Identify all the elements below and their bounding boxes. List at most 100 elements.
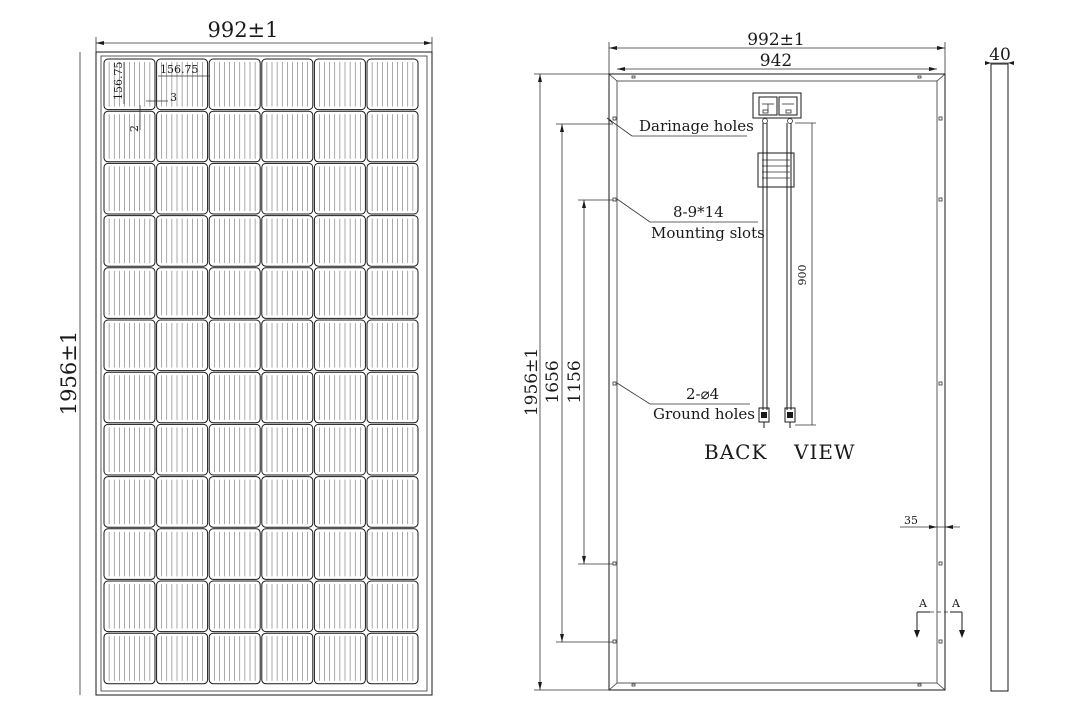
- solar-cell: [261, 319, 314, 372]
- section-marker: [914, 611, 965, 638]
- solar-cell: [156, 423, 209, 476]
- solar-cell: [366, 371, 419, 424]
- solar-cell: [103, 319, 156, 372]
- cell-gap-x-label: 3: [170, 91, 177, 104]
- back-frame-inner: [616, 80, 938, 684]
- solar-cell: [366, 580, 419, 633]
- solar-cell: [366, 58, 419, 111]
- solar-cell: [208, 371, 261, 424]
- solar-cell: [103, 110, 156, 163]
- solar-cell: [313, 267, 366, 319]
- solar-cell: [156, 528, 209, 580]
- section-label-left: A: [918, 597, 928, 610]
- solar-cell: [261, 162, 314, 215]
- back-frame: [608, 73, 946, 691]
- solar-cell: [366, 528, 419, 580]
- solar-cell: [313, 580, 366, 633]
- mount-span-label: 1156: [565, 360, 585, 403]
- output-cables: [758, 123, 796, 428]
- front-frame: [95, 51, 433, 696]
- frame-holes: [612, 75, 943, 687]
- solar-cell: [208, 110, 261, 163]
- solar-cell: [313, 632, 366, 685]
- solar-cell: [103, 58, 156, 111]
- solar-cell: [103, 162, 156, 215]
- solar-cell: [103, 423, 156, 476]
- solar-cell: [261, 632, 314, 685]
- solar-cell: [103, 371, 156, 424]
- solar-cell: [313, 215, 366, 267]
- solar-cell: [313, 423, 366, 476]
- cell-pitch-x-label: 156.75: [160, 63, 199, 76]
- solar-cell: [156, 580, 209, 633]
- solar-cell: [156, 267, 209, 319]
- side-thickness-label: 40: [989, 45, 1011, 65]
- solar-cell: [208, 423, 261, 476]
- solar-cell: [313, 476, 366, 528]
- side-frame: [990, 63, 1009, 692]
- slot-span-label: 1656: [543, 360, 563, 403]
- solar-cell: [261, 110, 314, 163]
- solar-cell: [208, 476, 261, 528]
- solar-cell: [103, 215, 156, 267]
- solar-cell: [366, 267, 419, 319]
- solar-cell: [103, 632, 156, 685]
- solar-cell: [366, 215, 419, 267]
- solar-cell: [156, 110, 209, 163]
- solar-cell: [261, 267, 314, 319]
- back-view-title-left: BACK: [704, 440, 767, 464]
- solar-cell: [261, 58, 314, 111]
- solar-cell: [261, 476, 314, 528]
- solar-cell: [156, 476, 209, 528]
- solar-cell: [366, 476, 419, 528]
- back-view-title-right: VIEW: [793, 440, 856, 464]
- solar-cell: [156, 162, 209, 215]
- solar-cell: [313, 162, 366, 215]
- front-view: 992±1 1956±1 156.75 156.75 3 2: [57, 18, 433, 696]
- solar-cell: [261, 215, 314, 267]
- solar-cell: [156, 632, 209, 685]
- cell-gap-y-label: 2: [128, 125, 141, 132]
- solar-cell: [208, 580, 261, 633]
- solar-cell: [366, 319, 419, 372]
- solar-cell: [208, 267, 261, 319]
- solar-cell: [313, 58, 366, 111]
- solar-cell: [366, 632, 419, 685]
- solar-cell: [366, 423, 419, 476]
- solar-cell: [208, 58, 261, 111]
- front-frame-inner: [100, 55, 428, 692]
- side-view: 40: [985, 45, 1014, 692]
- mounting-slots-label: Mounting slots: [651, 224, 765, 242]
- solar-cell-grid: [103, 58, 419, 685]
- solar-cell: [208, 632, 261, 685]
- solar-cell: [103, 580, 156, 633]
- frame-width-label: 35: [904, 514, 918, 527]
- solar-cell: [261, 528, 314, 580]
- solar-cell: [156, 58, 209, 111]
- cable-length-label: 900: [796, 265, 809, 286]
- solar-cell: [261, 423, 314, 476]
- section-label-right: A: [951, 597, 961, 610]
- ground-spec-label: 2-⌀4: [686, 385, 719, 403]
- solar-cell: [313, 110, 366, 163]
- solar-cell: [156, 319, 209, 372]
- solar-cell: [103, 528, 156, 580]
- solar-cell: [366, 162, 419, 215]
- solar-cell: [208, 162, 261, 215]
- solar-cell: [103, 476, 156, 528]
- solar-cell: [208, 215, 261, 267]
- solar-cell: [261, 580, 314, 633]
- front-width-label: 992±1: [207, 18, 278, 42]
- back-width-label: 992±1: [747, 30, 805, 50]
- back-height-label: 1956±1: [522, 348, 542, 416]
- solar-cell: [103, 267, 156, 319]
- solar-cell: [261, 371, 314, 424]
- back-inner-width-label: 942: [760, 51, 792, 71]
- drainage-holes-label: Darinage holes: [639, 117, 754, 135]
- ground-holes-label: Ground holes: [653, 405, 755, 423]
- back-view: 992±1 942: [522, 30, 965, 691]
- junction-box: [752, 92, 802, 124]
- solar-cell: [208, 319, 261, 372]
- solar-cell: [156, 371, 209, 424]
